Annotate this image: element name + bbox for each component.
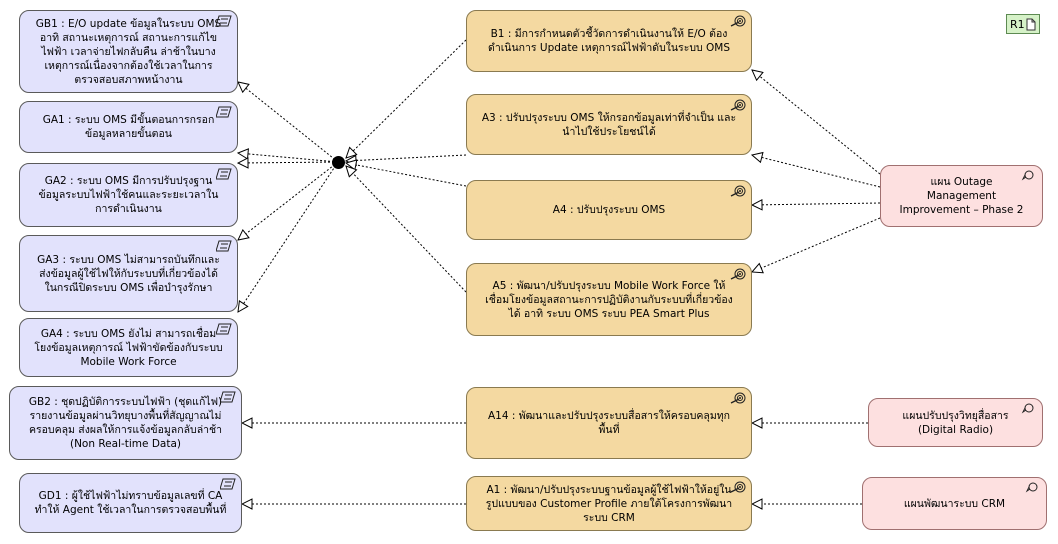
work-package-a3[interactable]: A3 : ปรับปรุงระบบ OMS ให้กรอกข้อมูลเท่าท… bbox=[466, 94, 752, 155]
work-package-b1[interactable]: B1 : มีการกำหนดตัวชี้วัดการดำเนินงานให้ … bbox=[466, 10, 752, 72]
link-a4-junction bbox=[346, 163, 467, 187]
junction-node[interactable] bbox=[332, 156, 345, 169]
gap-icon bbox=[216, 15, 232, 27]
link-junction-ga1 bbox=[238, 153, 339, 163]
target-icon bbox=[730, 185, 746, 197]
link-a5-junction bbox=[346, 166, 467, 293]
work-package-label: A3 : ปรับปรุงระบบ OMS ให้กรอกข้อมูลเท่าท… bbox=[481, 111, 737, 138]
link-a3-junction bbox=[346, 154, 467, 161]
gap-label: GA1 : ระบบ OMS มีขั้นตอนการกรอกข้อมูลหลา… bbox=[42, 114, 215, 140]
plan-icon bbox=[1021, 403, 1034, 414]
gap-gb1[interactable]: GB1 : E/O update ข้อมูลในระบบ OMS อาทิ ส… bbox=[19, 10, 238, 93]
link-junction-ga4 bbox=[238, 161, 339, 312]
gap-icon bbox=[216, 106, 232, 118]
link-plan-b1 bbox=[752, 70, 881, 175]
plan-icon bbox=[1021, 170, 1034, 181]
work-package-a5[interactable]: A5 : พัฒนา/ปรับปรุงระบบ Mobile Work Forc… bbox=[466, 263, 752, 336]
gap-label: GA4 : ระบบ OMS ยังไม่ สามารถเชื่อมโยงข้อ… bbox=[34, 327, 223, 368]
work-package-label: B1 : มีการกำหนดตัวชี้วัดการดำเนินงานให้ … bbox=[488, 28, 730, 54]
plan-icon bbox=[1025, 482, 1038, 493]
plan-outage-management[interactable]: แผน Outage Management Improvement – Phas… bbox=[880, 165, 1043, 227]
plan-label: แผนพัฒนาระบบ CRM bbox=[903, 497, 1006, 510]
work-package-label: A14 : พัฒนาและปรับปรุงระบบสื่อสารให้ครอบ… bbox=[487, 410, 731, 436]
link-plan-a3 bbox=[752, 155, 881, 188]
target-icon bbox=[730, 392, 746, 404]
plan-label: แผนปรับปรุงวิทยุสื่อสาร (Digital Radio) bbox=[902, 409, 1009, 436]
gap-icon bbox=[220, 478, 236, 490]
gap-label: GB2 : ชุดปฏิบัติการระบบไฟฟ้า (ชุดแก้ไฟ) … bbox=[28, 396, 223, 450]
target-icon bbox=[730, 15, 746, 27]
work-package-a4[interactable]: A4 : ปรับปรุงระบบ OMS bbox=[466, 180, 752, 240]
plan-label: แผน Outage Management Improvement – Phas… bbox=[899, 176, 1024, 216]
gap-gb2[interactable]: GB2 : ชุดปฏิบัติการระบบไฟฟ้า (ชุดแก้ไฟ) … bbox=[9, 386, 242, 460]
gap-icon bbox=[220, 391, 236, 403]
gap-ga4[interactable]: GA4 : ระบบ OMS ยังไม่ สามารถเชื่อมโยงข้อ… bbox=[19, 318, 238, 377]
link-b1-junction bbox=[346, 39, 467, 158]
target-icon bbox=[730, 268, 746, 280]
target-icon bbox=[730, 481, 746, 493]
target-icon bbox=[730, 99, 746, 111]
gap-gd1[interactable]: GD1 : ผู้ใช้ไฟฟ้าไม่ทราบข้อมูลเลขที่ CA … bbox=[19, 473, 242, 533]
gap-label: GD1 : ผู้ใช้ไฟฟ้าไม่ทราบข้อมูลเลขที่ CA … bbox=[34, 490, 227, 516]
work-package-label: A4 : ปรับปรุงระบบ OMS bbox=[552, 204, 666, 216]
link-plan-a4 bbox=[752, 203, 881, 205]
gap-icon bbox=[216, 323, 232, 335]
work-package-label: A1 : พัฒนา/ปรับปรุงระบบฐานข้อมูลผู้ใช้ไฟ… bbox=[485, 483, 733, 524]
gap-icon bbox=[216, 168, 232, 180]
gap-icon bbox=[216, 240, 232, 252]
plan-crm[interactable]: แผนพัฒนาระบบ CRM bbox=[862, 477, 1047, 530]
work-package-a14[interactable]: A14 : พัฒนาและปรับปรุงระบบสื่อสารให้ครอบ… bbox=[466, 387, 752, 459]
view-reference-badge[interactable]: R1 bbox=[1006, 14, 1040, 34]
link-junction-ga3 bbox=[238, 161, 339, 240]
document-icon bbox=[1026, 18, 1036, 31]
link-junction-ga2 bbox=[238, 162, 339, 163]
work-package-a1[interactable]: A1 : พัฒนา/ปรับปรุงระบบฐานข้อมูลผู้ใช้ไฟ… bbox=[466, 476, 752, 531]
gap-label: GA2 : ระบบ OMS มีการปรับปรุงฐานข้อมูลระบ… bbox=[38, 175, 219, 215]
gap-label: GB1 : E/O update ข้อมูลในระบบ OMS อาทิ ส… bbox=[35, 17, 222, 86]
gap-label: GA3 : ระบบ OMS ไม่สามารถบันทึกและส่งข้อม… bbox=[37, 253, 220, 294]
gap-ga2[interactable]: GA2 : ระบบ OMS มีการปรับปรุงฐานข้อมูลระบ… bbox=[19, 163, 238, 227]
link-plan-a5 bbox=[752, 217, 881, 272]
gap-ga3[interactable]: GA3 : ระบบ OMS ไม่สามารถบันทึกและส่งข้อม… bbox=[19, 235, 238, 312]
plan-digital-radio[interactable]: แผนปรับปรุงวิทยุสื่อสาร (Digital Radio) bbox=[868, 398, 1043, 447]
gap-ga1[interactable]: GA1 : ระบบ OMS มีขั้นตอนการกรอกข้อมูลหลา… bbox=[19, 101, 238, 153]
work-package-label: A5 : พัฒนา/ปรับปรุงระบบ Mobile Work Forc… bbox=[485, 279, 733, 320]
link-junction-gb1 bbox=[238, 82, 339, 163]
view-reference-label: R1 bbox=[1010, 17, 1025, 31]
